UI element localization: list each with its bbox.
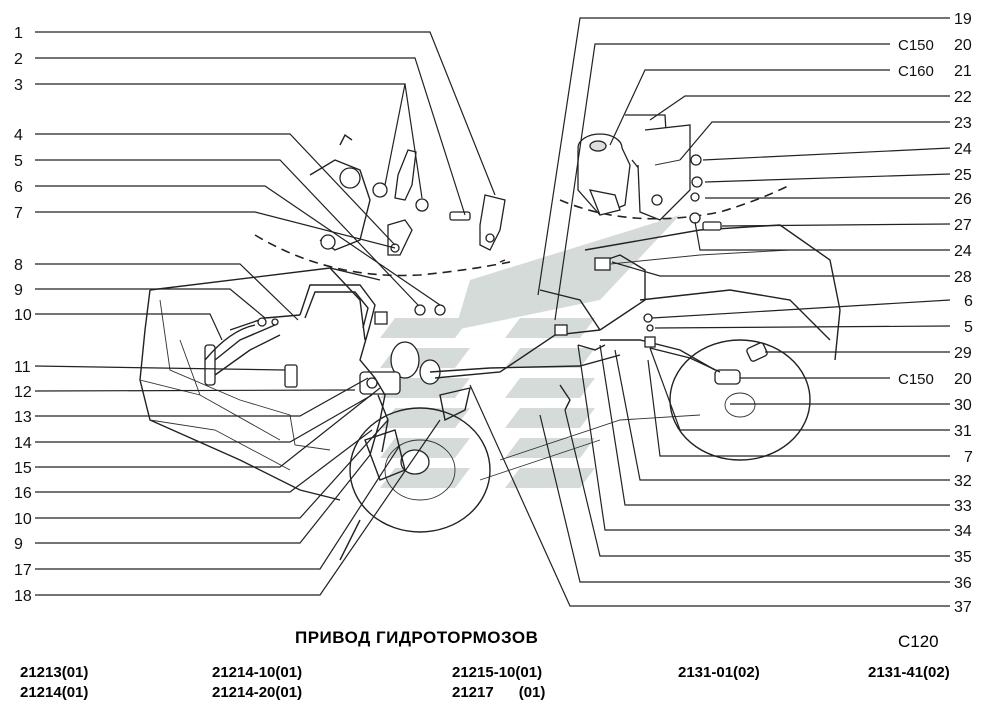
callout-left-8: 8: [14, 257, 23, 274]
callout-left-14: 14: [14, 435, 32, 452]
pressure-regulator: [577, 114, 722, 231]
callout-left-2: 2: [14, 51, 23, 68]
dashed-curve-right: [559, 184, 791, 220]
callout-left-7: 7: [14, 205, 23, 222]
leader-lines-right: [469, 17, 951, 607]
model-col3-row1: 21215-10(01): [452, 664, 543, 681]
left-callouts: 1 2 3 4 5 6 7 8 9 10 11 12 13 14 15 16 1…: [14, 25, 32, 605]
callout-right-7: 25: [954, 167, 972, 184]
callout-left-10: 10: [14, 307, 32, 324]
callout-left-13: 13: [14, 409, 32, 426]
model-col5-row1: 2131-41(02): [868, 664, 950, 681]
callout-right-15: 20: [954, 371, 972, 388]
callout-left-16: 16: [14, 485, 32, 502]
model-col3-row2: 21217 (01): [452, 684, 546, 701]
callout-left-18: 9: [14, 536, 23, 553]
model-col1-row2: 21214(01): [20, 684, 89, 701]
callout-right-10: 24: [954, 243, 972, 260]
model-col2-row1: 21214-10(01): [212, 664, 303, 681]
callout-left-19: 17: [14, 562, 32, 579]
dashed-curve-left: [254, 234, 511, 277]
callout-right-16: 30: [954, 397, 972, 414]
callout-right-2: 20: [954, 37, 972, 54]
front-brake-disc: [339, 387, 491, 561]
callout-left-4: 4: [14, 127, 23, 144]
callout-right-13: 5: [964, 319, 973, 336]
callout-right-6: 24: [954, 141, 972, 158]
callout-left-15: 15: [14, 460, 32, 477]
callout-right-22: 35: [954, 549, 972, 566]
callout-right-17: 31: [954, 423, 972, 440]
right-callouts: 19 20 21 22 23 24 25 26 27 24 28 6 5 29 …: [954, 11, 973, 616]
code-c150-top: C150: [898, 37, 934, 54]
callout-right-20: 33: [954, 498, 972, 515]
callout-right-14: 29: [954, 345, 972, 362]
callout-right-23: 36: [954, 575, 972, 592]
callout-left-9: 9: [14, 282, 23, 299]
right-codes: C150 C160 C150: [898, 37, 934, 388]
callout-left-11: 11: [14, 359, 31, 376]
callout-left-12: 12: [14, 384, 32, 401]
callout-right-24: 37: [954, 599, 972, 616]
callout-right-3: 21: [954, 63, 972, 80]
callout-right-5: 23: [954, 115, 972, 132]
code-c150-bottom: C150: [898, 371, 934, 388]
hose-fittings-left: [204, 317, 298, 388]
callout-left-5: 5: [14, 153, 23, 170]
callout-right-21: 34: [954, 523, 972, 540]
car-body-rear: [479, 224, 841, 481]
brake-lines: [214, 254, 721, 456]
callout-right-9: 27: [954, 217, 972, 234]
callout-left-20: 18: [14, 588, 32, 605]
callout-right-1: 19: [954, 11, 972, 28]
callout-right-18: 7: [964, 449, 973, 466]
callout-right-12: 6: [964, 293, 973, 310]
connectors: [374, 257, 656, 351]
callout-right-4: 22: [954, 89, 972, 106]
page-code: C120: [898, 632, 939, 651]
callout-left-6: 6: [14, 179, 23, 196]
callout-left-17: 10: [14, 511, 32, 528]
model-col1-row1: 21213(01): [20, 664, 89, 681]
callout-right-19: 32: [954, 473, 972, 490]
code-c160: C160: [898, 63, 934, 80]
callout-left-1: 1: [14, 25, 23, 42]
page-title: ПРИВОД ГИДРОТОРМОЗОВ: [295, 628, 539, 647]
rear-brake-drum: [669, 339, 811, 461]
callout-left-3: 3: [14, 77, 23, 94]
pressure-regulator-bracket: [309, 133, 506, 263]
leader-lines-left: [34, 31, 496, 596]
car-body-front: [139, 267, 381, 501]
callout-right-8: 26: [954, 191, 972, 208]
callout-right-11: 28: [954, 269, 972, 286]
model-col4-row1: 2131-01(02): [678, 664, 760, 681]
model-col2-row2: 21214-20(01): [212, 684, 303, 701]
